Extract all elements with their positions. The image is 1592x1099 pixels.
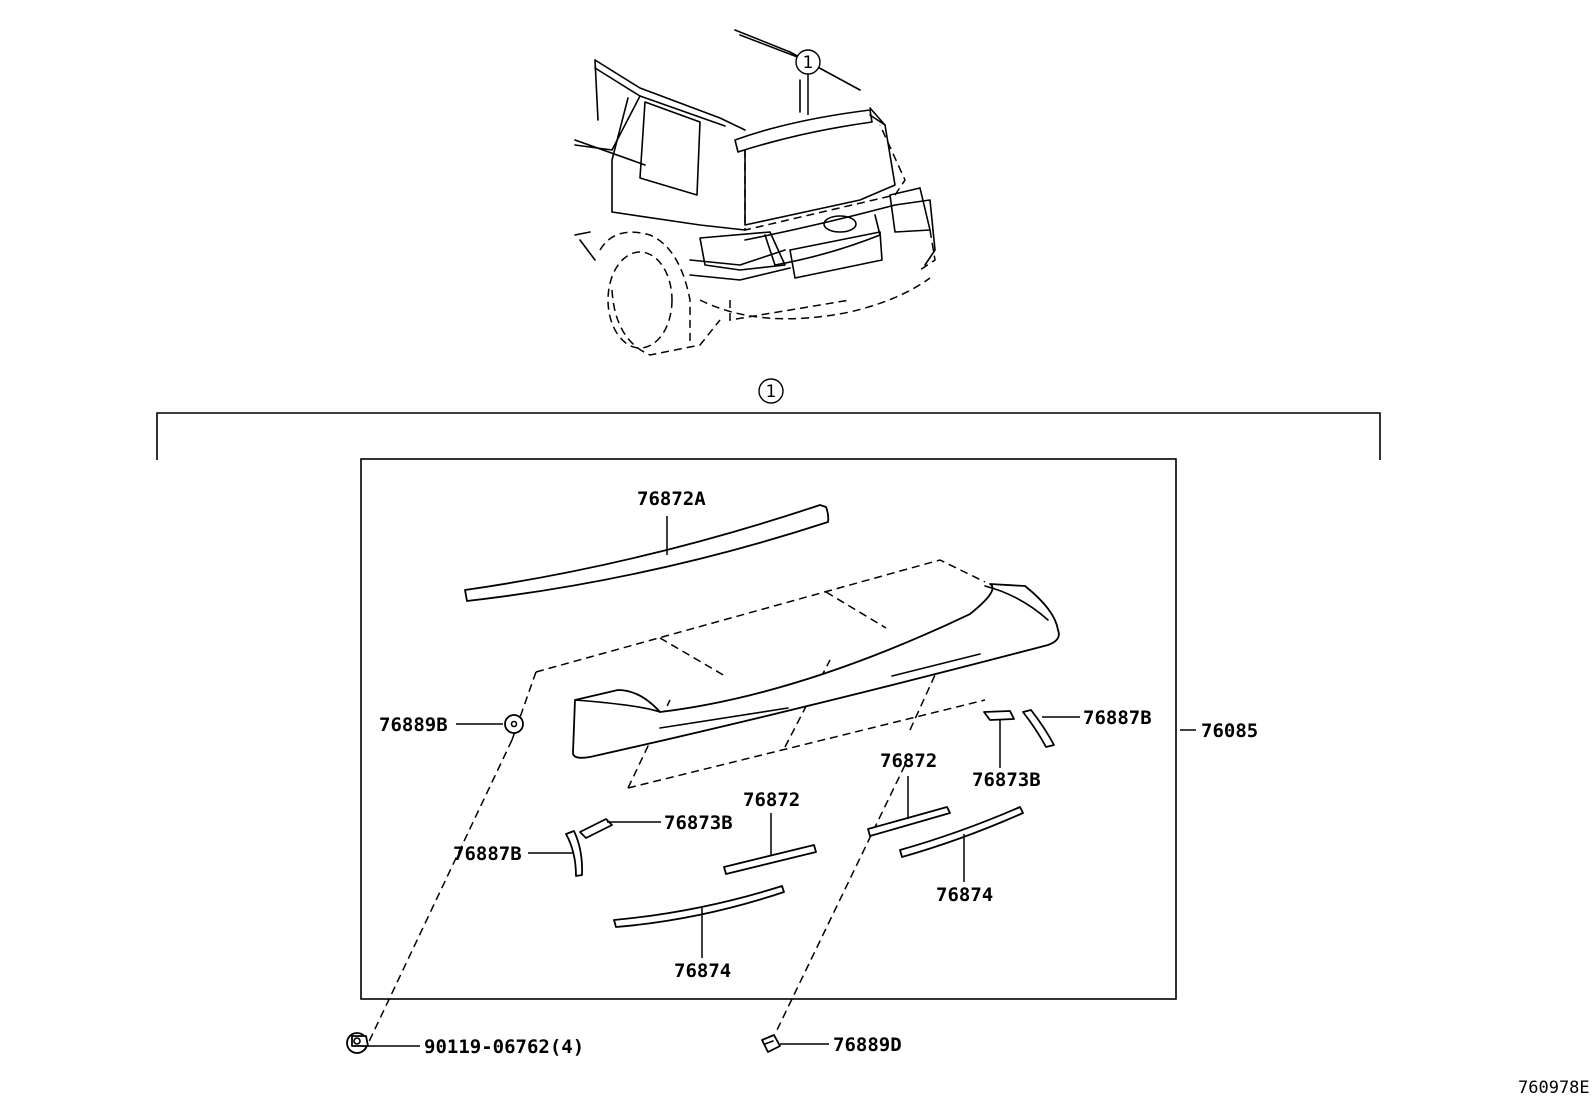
right-center-strip-part: 76872: [867, 750, 951, 837]
left-side-pad-label: 76873B: [664, 812, 733, 834]
bolt-label: 90119-06762(4): [424, 1036, 584, 1058]
clip-part: 76889D: [761, 1034, 902, 1056]
spoiler-assy-label: 76085: [1201, 720, 1258, 742]
bolt-part: 90119-06762(4): [346, 1032, 584, 1058]
spoiler-body-part: 76085: [572, 583, 1258, 759]
right-side-pad-part: 76873B: [972, 710, 1041, 791]
bracket-callout-number: 1: [766, 382, 777, 402]
vehicle-callout-number: 1: [803, 53, 814, 73]
upper-molding-label: 76872A: [637, 488, 706, 510]
right-lower-strip-part: 76874: [899, 806, 1024, 906]
right-side-cover-label: 76887B: [1083, 707, 1152, 729]
vehicle-rear-view: [574, 29, 936, 356]
left-side-cover-label: 76887B: [453, 843, 522, 865]
assembly-frame: [360, 458, 1177, 1000]
upper-molding-part: 76872A: [464, 488, 830, 602]
clip-label: 76889D: [833, 1034, 902, 1056]
figure-code: 760978E: [1518, 1078, 1590, 1098]
left-side-cover-part: 76887B: [453, 830, 583, 877]
right-side-pad-label: 76873B: [972, 769, 1041, 791]
vehicle-callout-marker: 1: [795, 49, 821, 115]
right-side-cover-part: 76887B: [1022, 707, 1152, 748]
right-center-strip-label: 76872: [880, 750, 937, 772]
left-center-strip-part: 76872: [723, 789, 817, 875]
grommet-label: 76889B: [379, 714, 448, 736]
left-center-strip-label: 76872: [743, 789, 800, 811]
left-lower-strip-label: 76874: [674, 960, 731, 982]
assembly-bracket: 1: [156, 378, 1381, 460]
left-side-pad-part: 76873B: [579, 812, 733, 839]
left-lower-strip-part: 76874: [613, 885, 785, 982]
right-lower-strip-label: 76874: [936, 884, 993, 906]
grommet-part: 76889B: [379, 714, 524, 736]
